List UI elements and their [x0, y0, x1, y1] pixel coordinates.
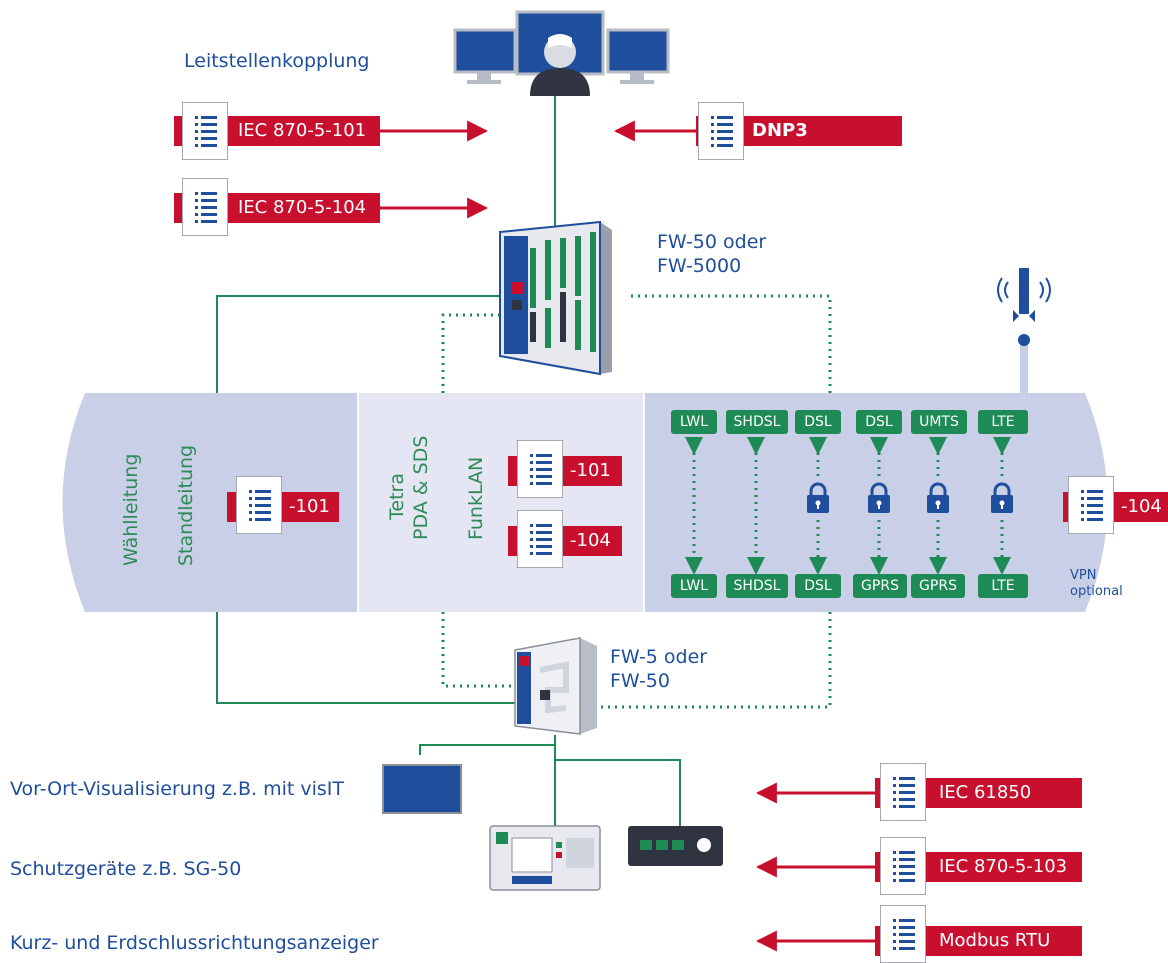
banner-text: IEC 870-5-104	[238, 197, 367, 218]
dotted-connections	[441, 294, 832, 709]
document-list-icon	[516, 439, 564, 499]
document-list-icon	[880, 905, 926, 963]
badge-bottom-lte: LTE	[978, 574, 1028, 598]
banner-text: Modbus RTU	[939, 930, 1051, 951]
fw5000-label: FW-5000	[657, 255, 742, 277]
badge-top-umts: UMTS	[911, 410, 967, 434]
badge-bottom-dsl: DSL	[795, 574, 841, 598]
monitor-icon	[606, 28, 670, 84]
antenna-icon	[997, 268, 1051, 346]
document-list-icon	[1067, 475, 1115, 535]
operator-workstation	[453, 10, 670, 96]
badge-top-dsl-2: DSL	[856, 410, 902, 434]
document-list-icon	[235, 475, 283, 535]
vpn-label: VPN	[1070, 568, 1097, 583]
fw5-oder-label: FW-5 oder	[610, 646, 708, 668]
badge-bottom-gprs: GPRS	[853, 574, 907, 598]
fw50-oder-label: FW-50 oder	[657, 231, 767, 253]
document-list-icon	[879, 836, 927, 896]
protocol-arrows	[380, 120, 875, 952]
link-arrows	[685, 437, 1011, 575]
document-list-icon	[181, 101, 229, 161]
badge-bottom-lwl: LWL	[671, 574, 717, 598]
standleitung-label: Standleitung	[175, 444, 197, 566]
funklan-label: FunkLAN	[465, 456, 487, 540]
vor-ort-label: Vor-Ort-Visualisierung z.B. mit visIT	[10, 778, 344, 800]
banner-text: -101	[289, 496, 330, 517]
badge-top-dsl: DSL	[795, 410, 841, 434]
banner-text: IEC 61850	[939, 782, 1032, 803]
document-list-icon	[181, 177, 229, 237]
rtu-device-icon	[514, 637, 597, 735]
solid-connections	[216, 96, 681, 826]
tetra-label: Tetra	[386, 473, 408, 520]
antenna-mast	[1020, 340, 1028, 396]
monitor-icon	[453, 28, 517, 84]
banner-text: IEC 870-5-101	[238, 120, 367, 141]
indicator-device-icon	[628, 826, 723, 866]
band-middle	[359, 393, 643, 612]
waehlleitung-label: Wählleitung	[120, 453, 142, 566]
vpn-optional-label: optional	[1070, 584, 1123, 599]
pda-sds-label: PDA & SDS	[410, 435, 432, 540]
kurzschluss-label: Kurz- und Erdschlussrichtungsanzeiger	[10, 932, 379, 954]
leitstellenkopplung-label: Leitstellenkopplung	[184, 50, 370, 72]
fw50-label: FW-50	[610, 670, 670, 692]
operator-icon	[530, 34, 590, 96]
document-list-icon	[697, 101, 745, 161]
schutzgeraete-label: Schutzgeräte z.B. SG-50	[10, 858, 242, 880]
banner-modbus: Modbus RTU	[875, 926, 1082, 956]
banner-text: -104	[1121, 496, 1162, 517]
banner-text: -104	[570, 530, 611, 551]
banner-text: -101	[570, 460, 611, 481]
document-list-icon	[516, 509, 564, 569]
badge-bottom-shdsl: SHDSL	[726, 574, 788, 598]
band-left	[62, 393, 357, 612]
rack-device-icon	[499, 220, 612, 376]
badge-top-lte: LTE	[978, 410, 1028, 434]
badge-bottom-gprs-2: GPRS	[911, 574, 965, 598]
document-list-icon	[879, 762, 927, 822]
badge-top-shdsl: SHDSL	[726, 410, 788, 434]
banner-text: IEC 870-5-103	[939, 856, 1068, 877]
badge-top-lwl: LWL	[671, 410, 717, 434]
banner-text: DNP3	[752, 120, 808, 141]
protection-relay-icon	[489, 825, 601, 891]
monitor-icon	[382, 764, 462, 814]
